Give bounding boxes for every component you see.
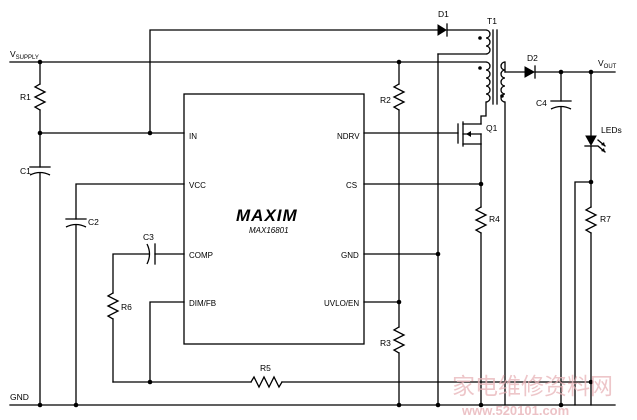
label-q1: Q1 xyxy=(486,123,498,133)
transformer-primary-winding xyxy=(485,61,491,103)
label-r5: R5 xyxy=(260,363,271,373)
junction xyxy=(478,181,484,187)
resistor-r7 xyxy=(584,206,598,234)
gnd-label: GND xyxy=(10,392,29,402)
label-d2: D2 xyxy=(527,53,538,63)
label-c2: C2 xyxy=(88,217,99,227)
label-r6: R6 xyxy=(121,302,132,312)
pin-comp: COMP xyxy=(189,251,213,260)
vout-label: VOUT xyxy=(598,58,617,70)
label-r2: R2 xyxy=(380,95,391,105)
polarity-dot xyxy=(478,36,482,40)
pin-ndrv: NDRV xyxy=(337,132,360,141)
label-t1: T1 xyxy=(487,16,497,26)
label-r1: R1 xyxy=(20,92,31,102)
transformer-aux-winding xyxy=(485,29,491,55)
resistor-r4 xyxy=(474,206,488,234)
label-c3: C3 xyxy=(143,232,154,242)
junction xyxy=(396,299,402,305)
junction xyxy=(588,379,594,385)
pin-gnd: GND xyxy=(341,251,359,260)
label-r3: R3 xyxy=(380,338,391,348)
polarity-dot xyxy=(500,94,504,98)
pin-vcc: VCC xyxy=(189,181,206,190)
diode-d1 xyxy=(437,24,447,36)
resistor-r6 xyxy=(106,292,120,320)
ic-logo: MAXIM xyxy=(236,206,298,225)
junction xyxy=(558,402,564,408)
led-icon xyxy=(585,135,597,147)
label-r7: R7 xyxy=(600,214,611,224)
polarity-dot xyxy=(478,66,482,70)
label-leds: LEDs xyxy=(601,125,622,135)
vsupply-label: VSUPPLY xyxy=(10,49,39,61)
ic-body xyxy=(183,93,365,345)
resistor-r5 xyxy=(250,375,283,389)
resistor-r1 xyxy=(33,83,47,111)
junction xyxy=(435,402,441,408)
junction xyxy=(37,402,43,408)
pin-dimfb: DIM/FB xyxy=(189,299,216,308)
junction xyxy=(396,402,402,408)
diode-d2 xyxy=(524,66,536,78)
junction xyxy=(73,402,79,408)
ic-part-number: MAX16801 xyxy=(249,226,289,235)
pin-cs: CS xyxy=(346,181,357,190)
label-c4: C4 xyxy=(536,98,547,108)
junction xyxy=(478,402,484,408)
label-d1: D1 xyxy=(438,9,449,19)
resistor-r2 xyxy=(392,83,406,111)
pin-in: IN xyxy=(189,132,197,141)
resistor-r3 xyxy=(392,326,406,354)
pin-uvloen: UVLO/EN xyxy=(324,299,359,308)
label-c1: C1 xyxy=(20,166,31,176)
label-r4: R4 xyxy=(489,214,500,224)
watermark-text: 家电维修资料网 xyxy=(452,374,613,400)
watermark-url: www.520101.com xyxy=(461,403,569,418)
transformer-secondary-winding xyxy=(500,61,506,103)
